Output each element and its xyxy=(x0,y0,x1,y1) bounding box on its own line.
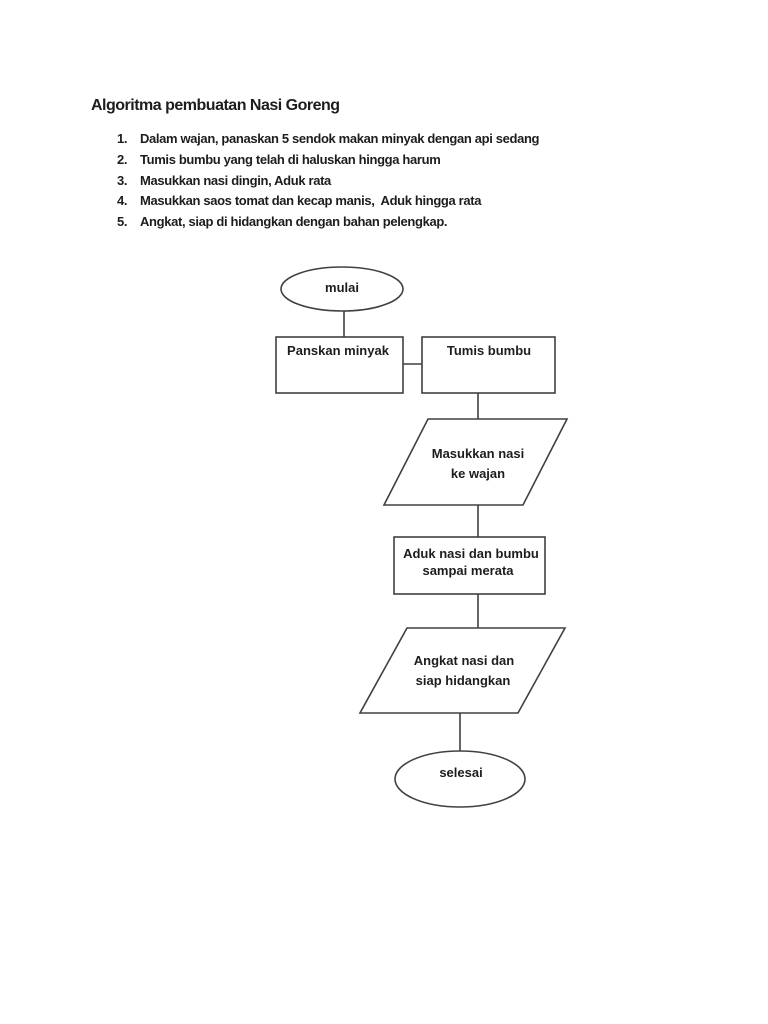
add-rice-label-line2: ke wajan xyxy=(451,466,505,481)
list-item: 3. Masukkan nasi dingin, Aduk rata xyxy=(117,171,539,192)
list-item: 4. Masukkan saos tomat dan kecap manis, … xyxy=(117,191,539,212)
step-text: Angkat, siap di hidangkan dengan bahan p… xyxy=(140,214,448,230)
steps-list: 1. Dalam wajan, panaskan 5 sendok makan … xyxy=(117,129,539,233)
list-item: 1. Dalam wajan, panaskan 5 sendok makan … xyxy=(117,129,539,150)
start-terminator-shape xyxy=(280,266,404,312)
start-label: mulai xyxy=(325,280,359,295)
saute-spices-label: Tumis bumbu xyxy=(447,343,531,358)
add-rice-label-line1: Masukkan nasi xyxy=(432,446,525,461)
stir-label-line1: Aduk nasi dan bumbu xyxy=(403,546,539,561)
heat-oil-label: Panskan minyak xyxy=(287,343,390,358)
end-label: selesai xyxy=(439,765,482,780)
heat-oil-process-shape xyxy=(275,336,404,394)
step-text: Masukkan nasi dingin, Aduk rata xyxy=(140,172,331,188)
list-item: 2. Tumis bumbu yang telah di haluskan hi… xyxy=(117,150,539,171)
step-number: 1. xyxy=(117,131,128,146)
list-item: 5. Angkat, siap di hidangkan dengan baha… xyxy=(117,212,539,233)
step-number: 5. xyxy=(117,214,128,230)
step-number: 3. xyxy=(117,172,128,188)
step-number: 4. xyxy=(117,193,128,209)
step-number: 2. xyxy=(117,151,128,167)
serve-io-shape xyxy=(358,627,567,714)
stir-process-shape xyxy=(393,536,546,595)
add-rice-io-shape xyxy=(382,418,569,506)
serve-label-line2: siap hidangkan xyxy=(416,673,511,688)
saute-spices-process-shape xyxy=(421,336,556,394)
page-title: Algoritma pembuatan Nasi Goreng xyxy=(91,97,340,114)
step-text: Dalam wajan, panaskan 5 sendok makan min… xyxy=(140,131,540,146)
step-text: Tumis bumbu yang telah di haluskan hingg… xyxy=(140,151,441,167)
end-terminator-shape xyxy=(394,750,526,808)
stir-label-line2: sampai merata xyxy=(422,563,514,578)
step-text: Masukkan saos tomat dan kecap manis, Adu… xyxy=(140,193,482,209)
serve-label-line1: Angkat nasi dan xyxy=(414,653,514,668)
